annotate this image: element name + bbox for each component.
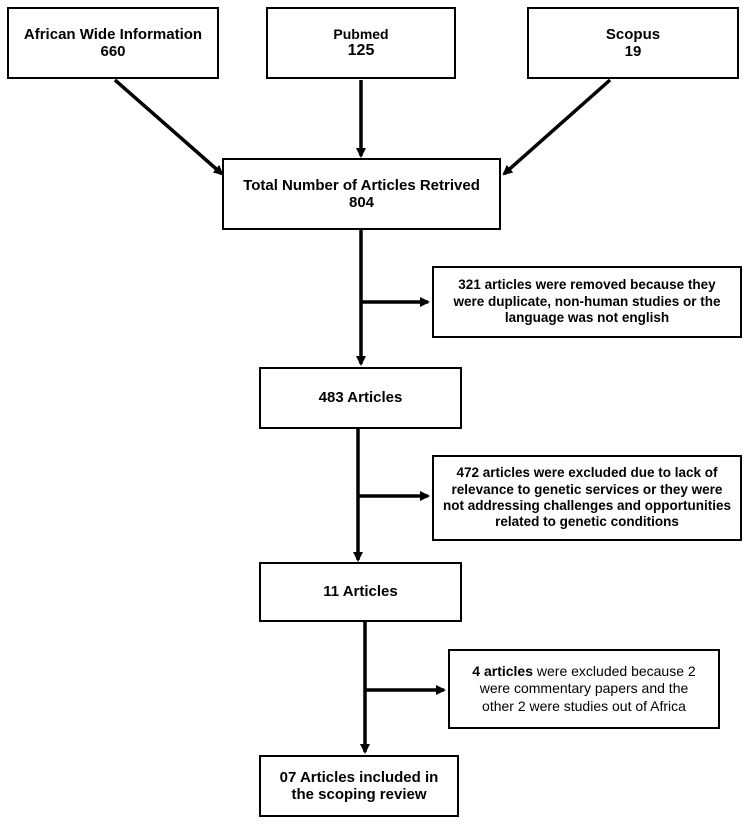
exclusion-bold: 4 articles xyxy=(472,663,534,680)
exclusion-line-first: 4 articles were excluded because 2 xyxy=(472,663,695,680)
stage-title: 11 Articles xyxy=(323,583,398,601)
exclusion-line: 321 articles were removed because they xyxy=(458,277,716,293)
stage-box-final: 07 Articles included in the scoping revi… xyxy=(259,755,459,817)
source-name: African Wide Information xyxy=(23,25,203,43)
stage-subtitle: the scoping review xyxy=(291,786,427,803)
source-name: Scopus xyxy=(605,25,661,43)
source-box-scopus: Scopus 19 xyxy=(527,7,739,79)
arrow-scopus-to-total xyxy=(502,78,612,176)
exclusion-line: relevance to genetic services or they we… xyxy=(451,481,723,497)
stage-box-11: 11 Articles xyxy=(259,562,462,622)
source-count: 125 xyxy=(347,41,375,59)
exclusion-box-duplicates: 321 articles were removed because they w… xyxy=(432,266,742,338)
exclusion-line: 472 articles were excluded due to lack o… xyxy=(456,465,718,481)
stage-title: 07 Articles included in xyxy=(279,768,439,786)
exclusion-line: language was not english xyxy=(504,310,670,326)
source-count: 660 xyxy=(100,43,126,60)
exclusion-rest: were excluded because 2 xyxy=(533,663,696,680)
stage-title: 483 Articles xyxy=(318,389,403,407)
arrow-african-to-total xyxy=(113,78,224,176)
stage-title: Total Number of Articles Retrived xyxy=(243,176,480,194)
exclusion-line: other 2 were studies out of Africa xyxy=(482,697,686,714)
stage-box-total: Total Number of Articles Retrived 804 xyxy=(222,158,501,230)
exclusion-line: were duplicate, non-human studies or the xyxy=(453,293,721,309)
source-box-african-wide: African Wide Information 660 xyxy=(7,7,219,79)
source-box-pubmed: Pubmed 125 xyxy=(266,7,456,79)
exclusion-box-commentary: 4 articles were excluded because 2 were … xyxy=(448,649,720,729)
exclusion-line: were commentary papers and the xyxy=(479,680,689,697)
stage-count: 804 xyxy=(348,194,375,211)
exclusion-box-relevance: 472 articles were excluded due to lack o… xyxy=(432,455,742,541)
stage-box-483: 483 Articles xyxy=(259,367,462,429)
exclusion-line: not addressing challenges and opportunit… xyxy=(442,498,732,513)
exclusion-line: related to genetic conditions xyxy=(495,514,679,530)
source-name: Pubmed xyxy=(333,25,389,42)
source-count: 19 xyxy=(624,43,642,60)
